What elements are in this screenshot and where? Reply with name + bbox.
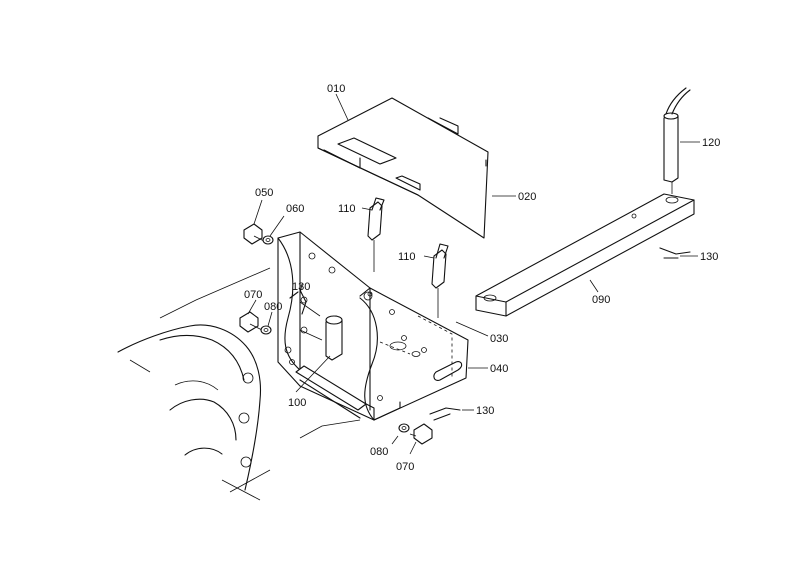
callout-060: 060 [286, 203, 304, 215]
bolt-070-a [239, 311, 263, 333]
bolt-050 [243, 223, 267, 245]
leader-030 [455, 321, 489, 337]
callout-130-a: 130 [292, 281, 310, 293]
callout-030: 030 [490, 333, 508, 345]
part-drawbar-090 [475, 193, 695, 317]
callout-090: 090 [592, 294, 610, 306]
callout-020: 020 [518, 191, 536, 203]
callout-080-b: 080 [370, 446, 388, 458]
callout-040: 040 [490, 363, 508, 375]
clip-130-a [289, 289, 307, 315]
callout-050: 050 [255, 187, 273, 199]
bolt-070-b [409, 423, 433, 445]
part-pin-110-a [367, 197, 385, 272]
callout-120: 120 [702, 137, 720, 149]
callout-130-b: 130 [476, 405, 494, 417]
washer-080-b [398, 423, 410, 433]
part-cover-010 [317, 97, 489, 239]
callout-070-b: 070 [396, 461, 414, 473]
part-pin-100 [295, 296, 367, 419]
callout-100: 100 [288, 397, 306, 409]
leader-lines [247, 93, 700, 455]
clip-130-c [659, 247, 691, 259]
callout-010: 010 [327, 83, 345, 95]
callout-070-a: 070 [244, 289, 262, 301]
part-pin-120 [663, 87, 691, 194]
part-bracket-040 [277, 231, 469, 421]
washer-080-a [260, 325, 272, 335]
callout-080-a: 080 [264, 301, 282, 313]
clip-130-b [429, 407, 461, 421]
callout-110-a: 110 [338, 203, 356, 215]
gear-housing [117, 267, 361, 501]
part-pin-110-b [431, 243, 449, 318]
callout-110-b: 110 [398, 251, 416, 263]
callout-130-c: 130 [700, 251, 718, 263]
washer-060 [262, 235, 274, 245]
